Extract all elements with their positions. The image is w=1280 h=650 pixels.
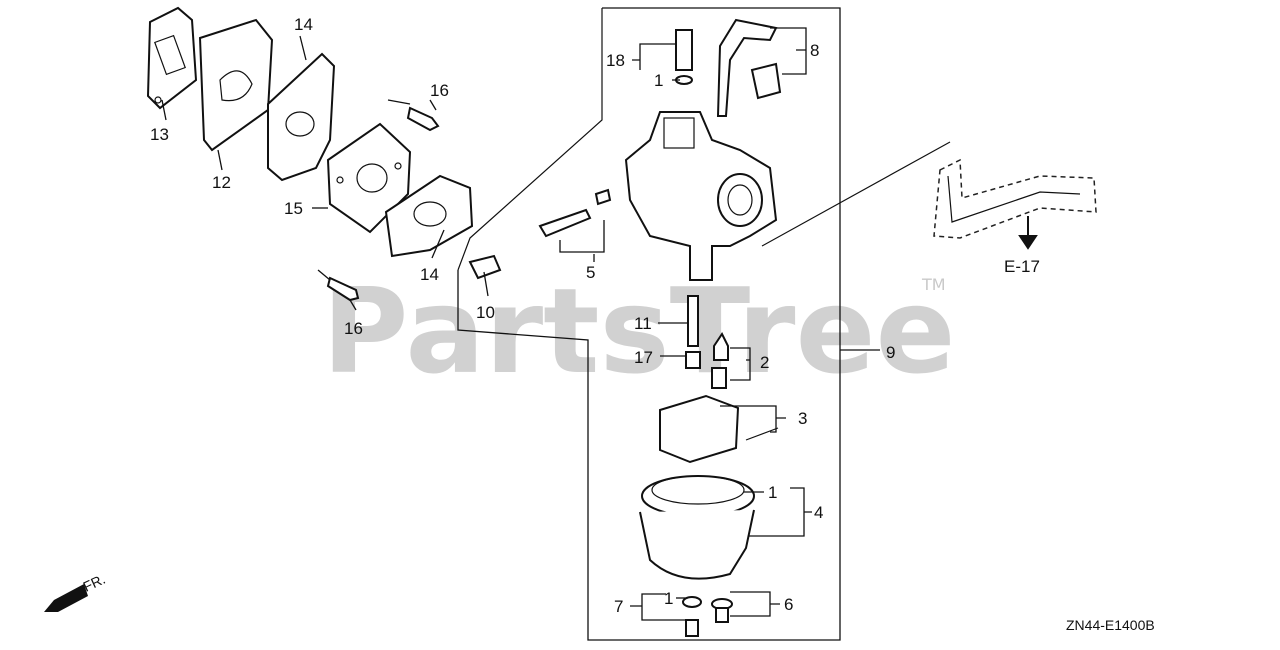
callout-14-upper[interactable]: 14 (294, 15, 313, 34)
diagram-code: ZN44-E1400B (1066, 617, 1155, 633)
callout-9[interactable]: 9 (886, 343, 895, 362)
callout-16-upper[interactable]: 16 (430, 81, 449, 100)
callout-3[interactable]: 3 (798, 409, 807, 428)
drain-bolt-7[interactable] (682, 596, 702, 637)
callout-7[interactable]: 7 (614, 597, 623, 616)
plate-14-upper[interactable] (267, 52, 336, 182)
gasket-15[interactable] (326, 122, 412, 234)
callout-1-upper[interactable]: 1 (654, 71, 663, 90)
callout-5[interactable]: 5 (586, 263, 595, 282)
callout-8[interactable]: 8 (810, 41, 819, 60)
watermark-text: PartsTree (322, 262, 956, 400)
plate-14-lower[interactable] (384, 174, 474, 258)
screw-16-upper[interactable] (406, 106, 440, 132)
callout-2[interactable]: 2 (760, 353, 769, 372)
reference-arrow-icon (1018, 216, 1038, 250)
drain-bolt-6[interactable] (711, 598, 733, 623)
callout-4[interactable]: 4 (814, 503, 823, 522)
leader-lines (161, 27, 880, 621)
jet-17[interactable] (685, 351, 701, 369)
choke-lever-8[interactable] (716, 18, 782, 117)
screw-10[interactable] (468, 254, 502, 280)
pilot-screw-5[interactable] (538, 188, 612, 238)
callout-12[interactable]: 12 (212, 173, 231, 192)
callout-16-lower[interactable]: 16 (344, 319, 363, 338)
screw-18[interactable] (675, 29, 693, 85)
watermark-trademark: TM (921, 275, 946, 294)
callout-10[interactable]: 10 (476, 303, 495, 322)
assembly-boundary-upper (457, 8, 603, 271)
callout-15[interactable]: 15 (284, 199, 303, 218)
gasket-13[interactable] (146, 6, 198, 110)
carburetor-body[interactable] (624, 111, 778, 281)
front-arrow-icon (44, 584, 88, 612)
callout-1-chamber[interactable]: 1 (768, 483, 777, 502)
callout-11[interactable]: 11 (634, 314, 652, 333)
callout-13[interactable]: 13 (150, 125, 169, 144)
fuel-tube[interactable] (761, 141, 1097, 247)
callout-6[interactable]: 6 (784, 595, 793, 614)
float-valve-2[interactable] (711, 332, 729, 389)
reference-label[interactable]: E-17 (1004, 257, 1040, 276)
float-3[interactable] (659, 394, 779, 464)
screw-16-lower[interactable] (326, 276, 360, 302)
callout-1-lower[interactable]: 1 (664, 589, 673, 608)
float-chamber-4[interactable] (639, 475, 755, 580)
callout-14-lower[interactable]: 14 (420, 265, 439, 284)
insulator-12[interactable] (198, 18, 274, 152)
callout-17[interactable]: 17 (634, 348, 653, 367)
front-marker: FR. (81, 571, 108, 595)
needle-11[interactable] (687, 295, 699, 347)
assembly-boundary (457, 7, 841, 641)
callout-18[interactable]: 18 (606, 51, 625, 70)
